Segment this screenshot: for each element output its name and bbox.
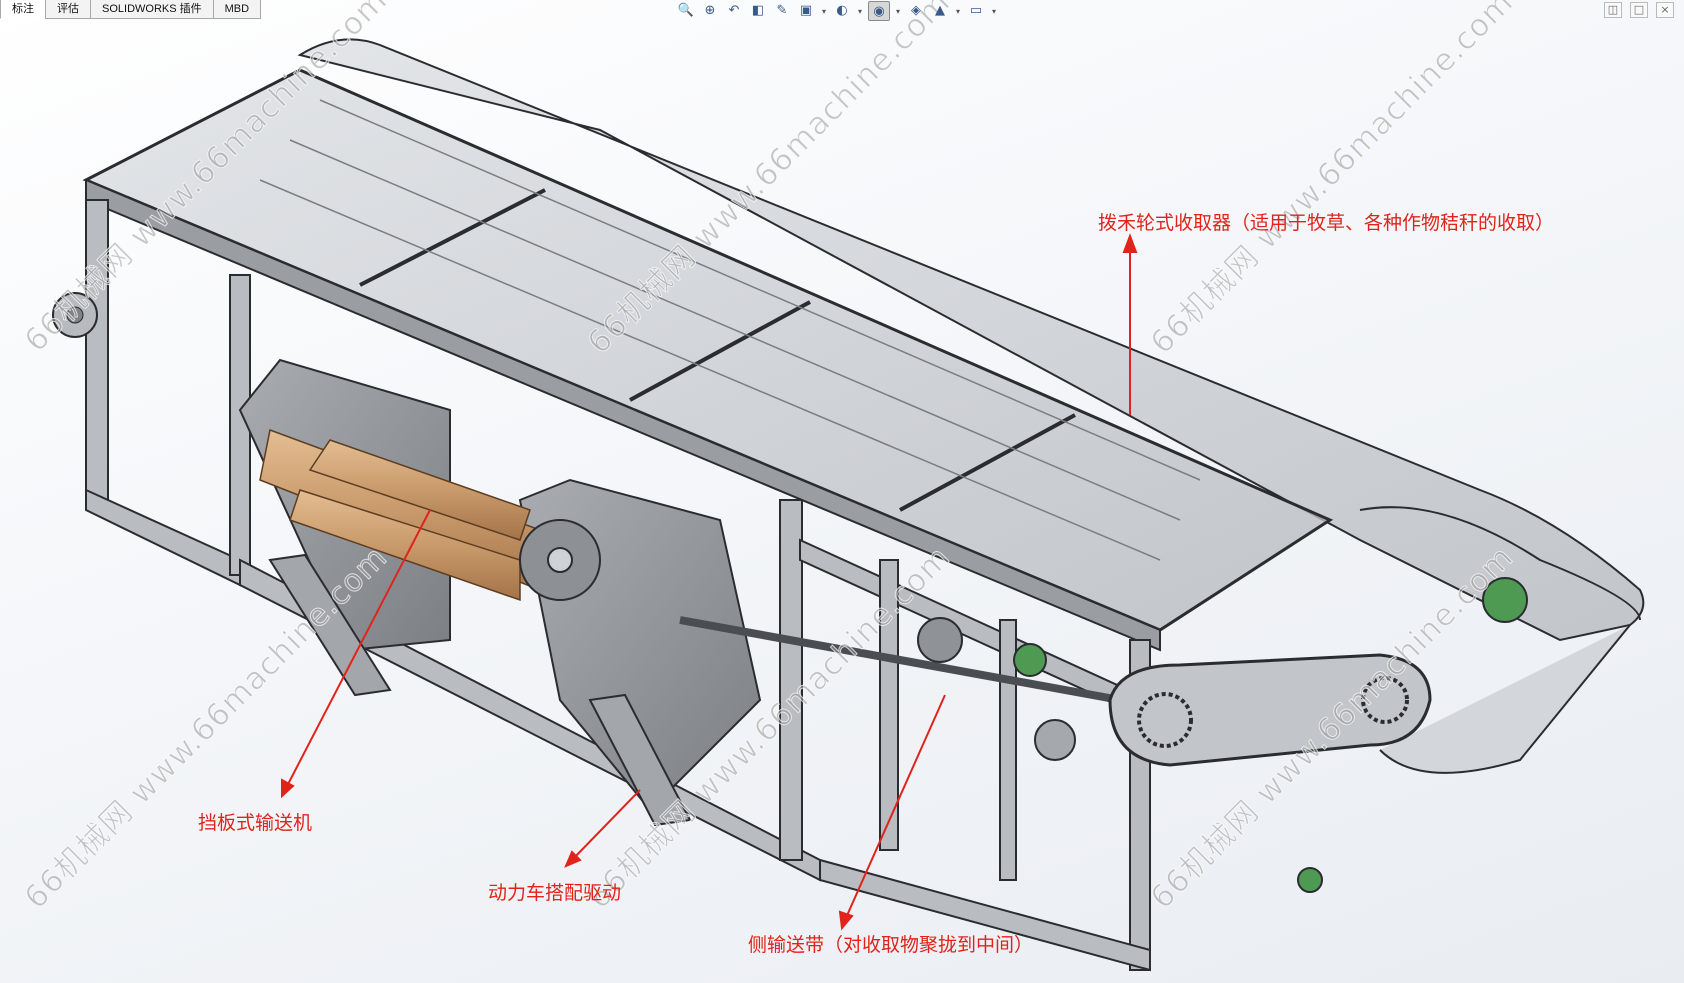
callout-baffle-conveyor: 挡板式输送机 xyxy=(198,812,313,834)
previous-view-icon[interactable]: ↶ xyxy=(728,2,740,18)
section-view-icon[interactable]: ◧ xyxy=(751,2,765,18)
zoom-to-fit-icon[interactable]: 🔍 xyxy=(677,2,695,18)
zoom-to-area-icon[interactable]: ⊕ xyxy=(704,2,716,18)
tab-mbd[interactable]: MBD xyxy=(212,0,262,19)
tab-solidworks-addins[interactable]: SOLIDWORKS 插件 xyxy=(90,0,214,19)
callout-arrows xyxy=(281,233,1138,931)
chevron-down-icon[interactable]: ▾ xyxy=(857,6,862,16)
tab-evaluate[interactable]: 评估 xyxy=(45,0,91,19)
top-frame xyxy=(82,68,1334,652)
reel-housing xyxy=(297,38,1645,774)
view-orientation-icon[interactable]: ▣ xyxy=(799,2,813,18)
close-icon[interactable]: × xyxy=(1656,2,1674,18)
heads-up-view-toolbar: 🔍 ⊕ ↶ ◧ ✎ ▣ ▾ ◐ ▾ ◉ ▾ ◈ ▲ ▾ ▭ ▾ xyxy=(676,1,998,21)
apply-scene-icon[interactable]: ▲ xyxy=(935,2,945,18)
chevron-down-icon[interactable]: ▾ xyxy=(955,6,960,16)
left-bearing xyxy=(52,292,98,338)
viewport-controls: ◫ □ × xyxy=(1604,2,1674,18)
drive-train xyxy=(679,616,1121,761)
view-settings-icon[interactable]: ▭ xyxy=(969,2,983,18)
dynamic-annotation-icon[interactable]: ✎ xyxy=(776,2,788,18)
command-manager-tabs: 标注 评估 SOLIDWORKS 插件 MBD xyxy=(0,0,262,19)
hide-show-items-icon[interactable]: ◉ xyxy=(868,1,890,21)
restore-icon[interactable]: ◫ xyxy=(1604,2,1622,18)
chevron-down-icon[interactable]: ▾ xyxy=(895,6,900,16)
display-style-icon[interactable]: ◐ xyxy=(836,2,848,18)
tab-annotation[interactable]: 标注 xyxy=(0,0,46,19)
edit-appearance-icon[interactable]: ◈ xyxy=(911,2,921,18)
chevron-down-icon[interactable]: ▾ xyxy=(991,6,996,16)
callout-side-belt: 侧输送带（对收取物聚拢到中间） xyxy=(748,934,1034,956)
callout-reel-header: 拨禾轮式收取器（适用于牧草、各种作物秸秆的收取） xyxy=(1098,212,1555,234)
maximize-icon[interactable]: □ xyxy=(1630,2,1648,18)
chevron-down-icon[interactable]: ▾ xyxy=(821,6,826,16)
callout-power-drive: 动力车搭配驱动 xyxy=(488,882,622,904)
chain-drive xyxy=(1108,577,1528,893)
baffle-conveyor xyxy=(238,358,762,827)
